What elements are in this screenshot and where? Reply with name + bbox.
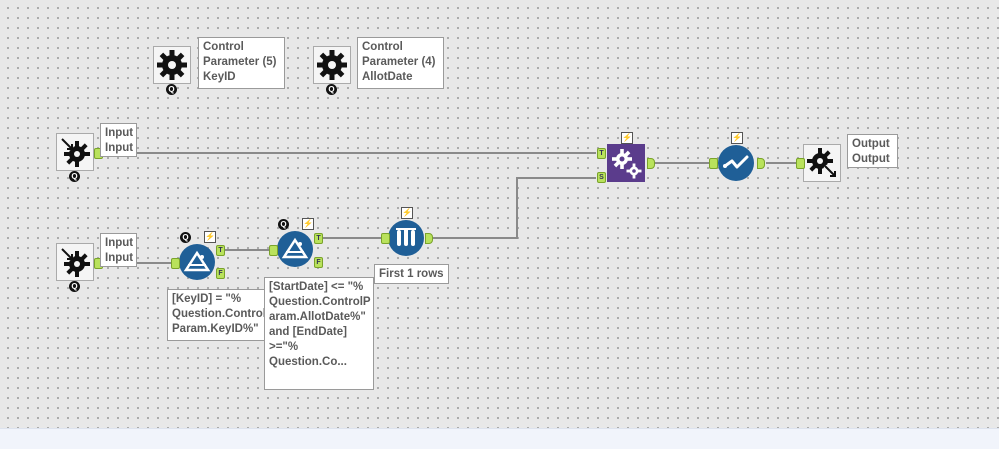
input-anchor[interactable] [381,233,390,244]
control-parameter-4-tool[interactable] [313,46,351,84]
bolt-icon: ⚡ [621,132,633,144]
workflow-canvas[interactable]: Q Control Parameter (5) KeyID Q Control … [0,0,999,428]
output-anchor[interactable] [647,158,655,169]
bolt-icon: ⚡ [731,132,743,144]
filter-2-expression: [StartDate] <= "% Question.ControlP aram… [264,277,374,390]
select-tool[interactable] [717,144,755,182]
wire-sample-join [430,177,596,239]
macro-input-1-label: Input Input [100,123,137,157]
question-badge: Q [69,171,80,182]
filter-2-tool[interactable] [276,230,314,268]
input-anchor-t[interactable]: T [597,148,606,159]
sample-icon [388,220,424,256]
gears-icon [607,144,645,182]
filter-icon [179,244,215,280]
output-anchor[interactable] [757,158,765,169]
macro-input-2-tool[interactable] [56,243,94,281]
input-anchor[interactable] [796,158,805,169]
macro-input-1-tool[interactable] [56,133,94,171]
true-anchor[interactable]: T [216,245,225,256]
control-parameter-5-label: Control Parameter (5) KeyID [198,37,285,89]
input-anchor[interactable] [709,158,718,169]
macro-input-icon [56,243,94,281]
macro-output-tool[interactable] [803,144,841,182]
false-anchor[interactable]: F [216,268,225,279]
gear-icon [153,46,191,84]
batch-macro-tool[interactable] [607,144,645,182]
filter-1-tool[interactable] [178,243,216,281]
question-badge: Q [278,219,289,230]
sample-tool[interactable] [387,219,425,257]
output-anchor[interactable] [425,233,433,244]
gear-icon [313,46,351,84]
macro-output-label: Output Output [847,134,898,168]
question-badge: Q [180,232,191,243]
status-bar [0,428,999,449]
macro-input-2-label: Input Input [100,233,137,267]
question-badge: Q [326,84,337,95]
connection-lines [101,152,798,264]
control-parameter-5-tool[interactable] [153,46,191,84]
true-anchor[interactable]: T [314,233,323,244]
question-badge: Q [69,281,80,292]
false-anchor[interactable]: F [314,257,323,268]
macro-input-icon [56,133,94,171]
bolt-icon: ⚡ [401,207,413,219]
input-anchor-s[interactable]: S [597,172,606,183]
select-icon [718,145,754,181]
filter-1-expression: [KeyID] = "% Question.Control Param.KeyI… [167,289,266,341]
input-anchor[interactable] [269,245,278,256]
control-parameter-4-label: Control Parameter (4) AllotDate [357,37,444,89]
question-badge: Q [166,84,177,95]
sample-label: First 1 rows [374,264,449,284]
filter-icon [277,231,313,267]
bolt-icon: ⚡ [204,231,216,243]
input-anchor[interactable] [171,258,180,269]
macro-output-icon [803,144,841,182]
bolt-icon: ⚡ [302,218,314,230]
